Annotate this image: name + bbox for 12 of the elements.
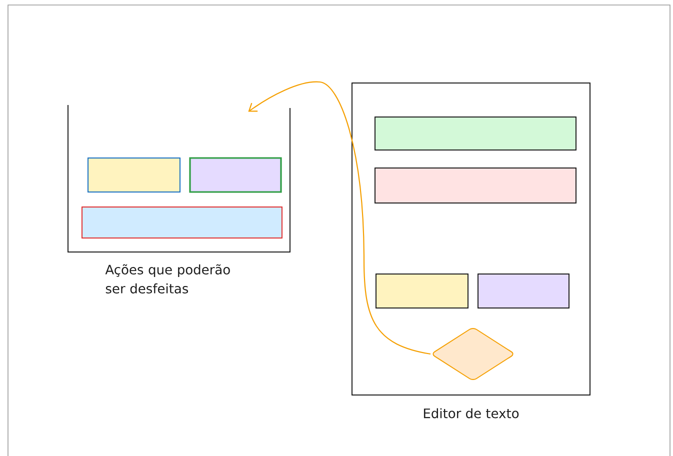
block (374, 116, 576, 150)
node-label: Editor de texto (424, 408, 519, 418)
editor-frame: Editor de texto (352, 82, 590, 418)
arrow (248, 81, 431, 355)
diamond-shape (432, 328, 514, 380)
block (478, 274, 570, 308)
tray-outline: Ações que poderão ser desfeitas (68, 104, 290, 294)
block (82, 206, 282, 238)
block (376, 274, 468, 308)
block (88, 158, 180, 192)
block (189, 157, 282, 193)
block (374, 168, 576, 204)
